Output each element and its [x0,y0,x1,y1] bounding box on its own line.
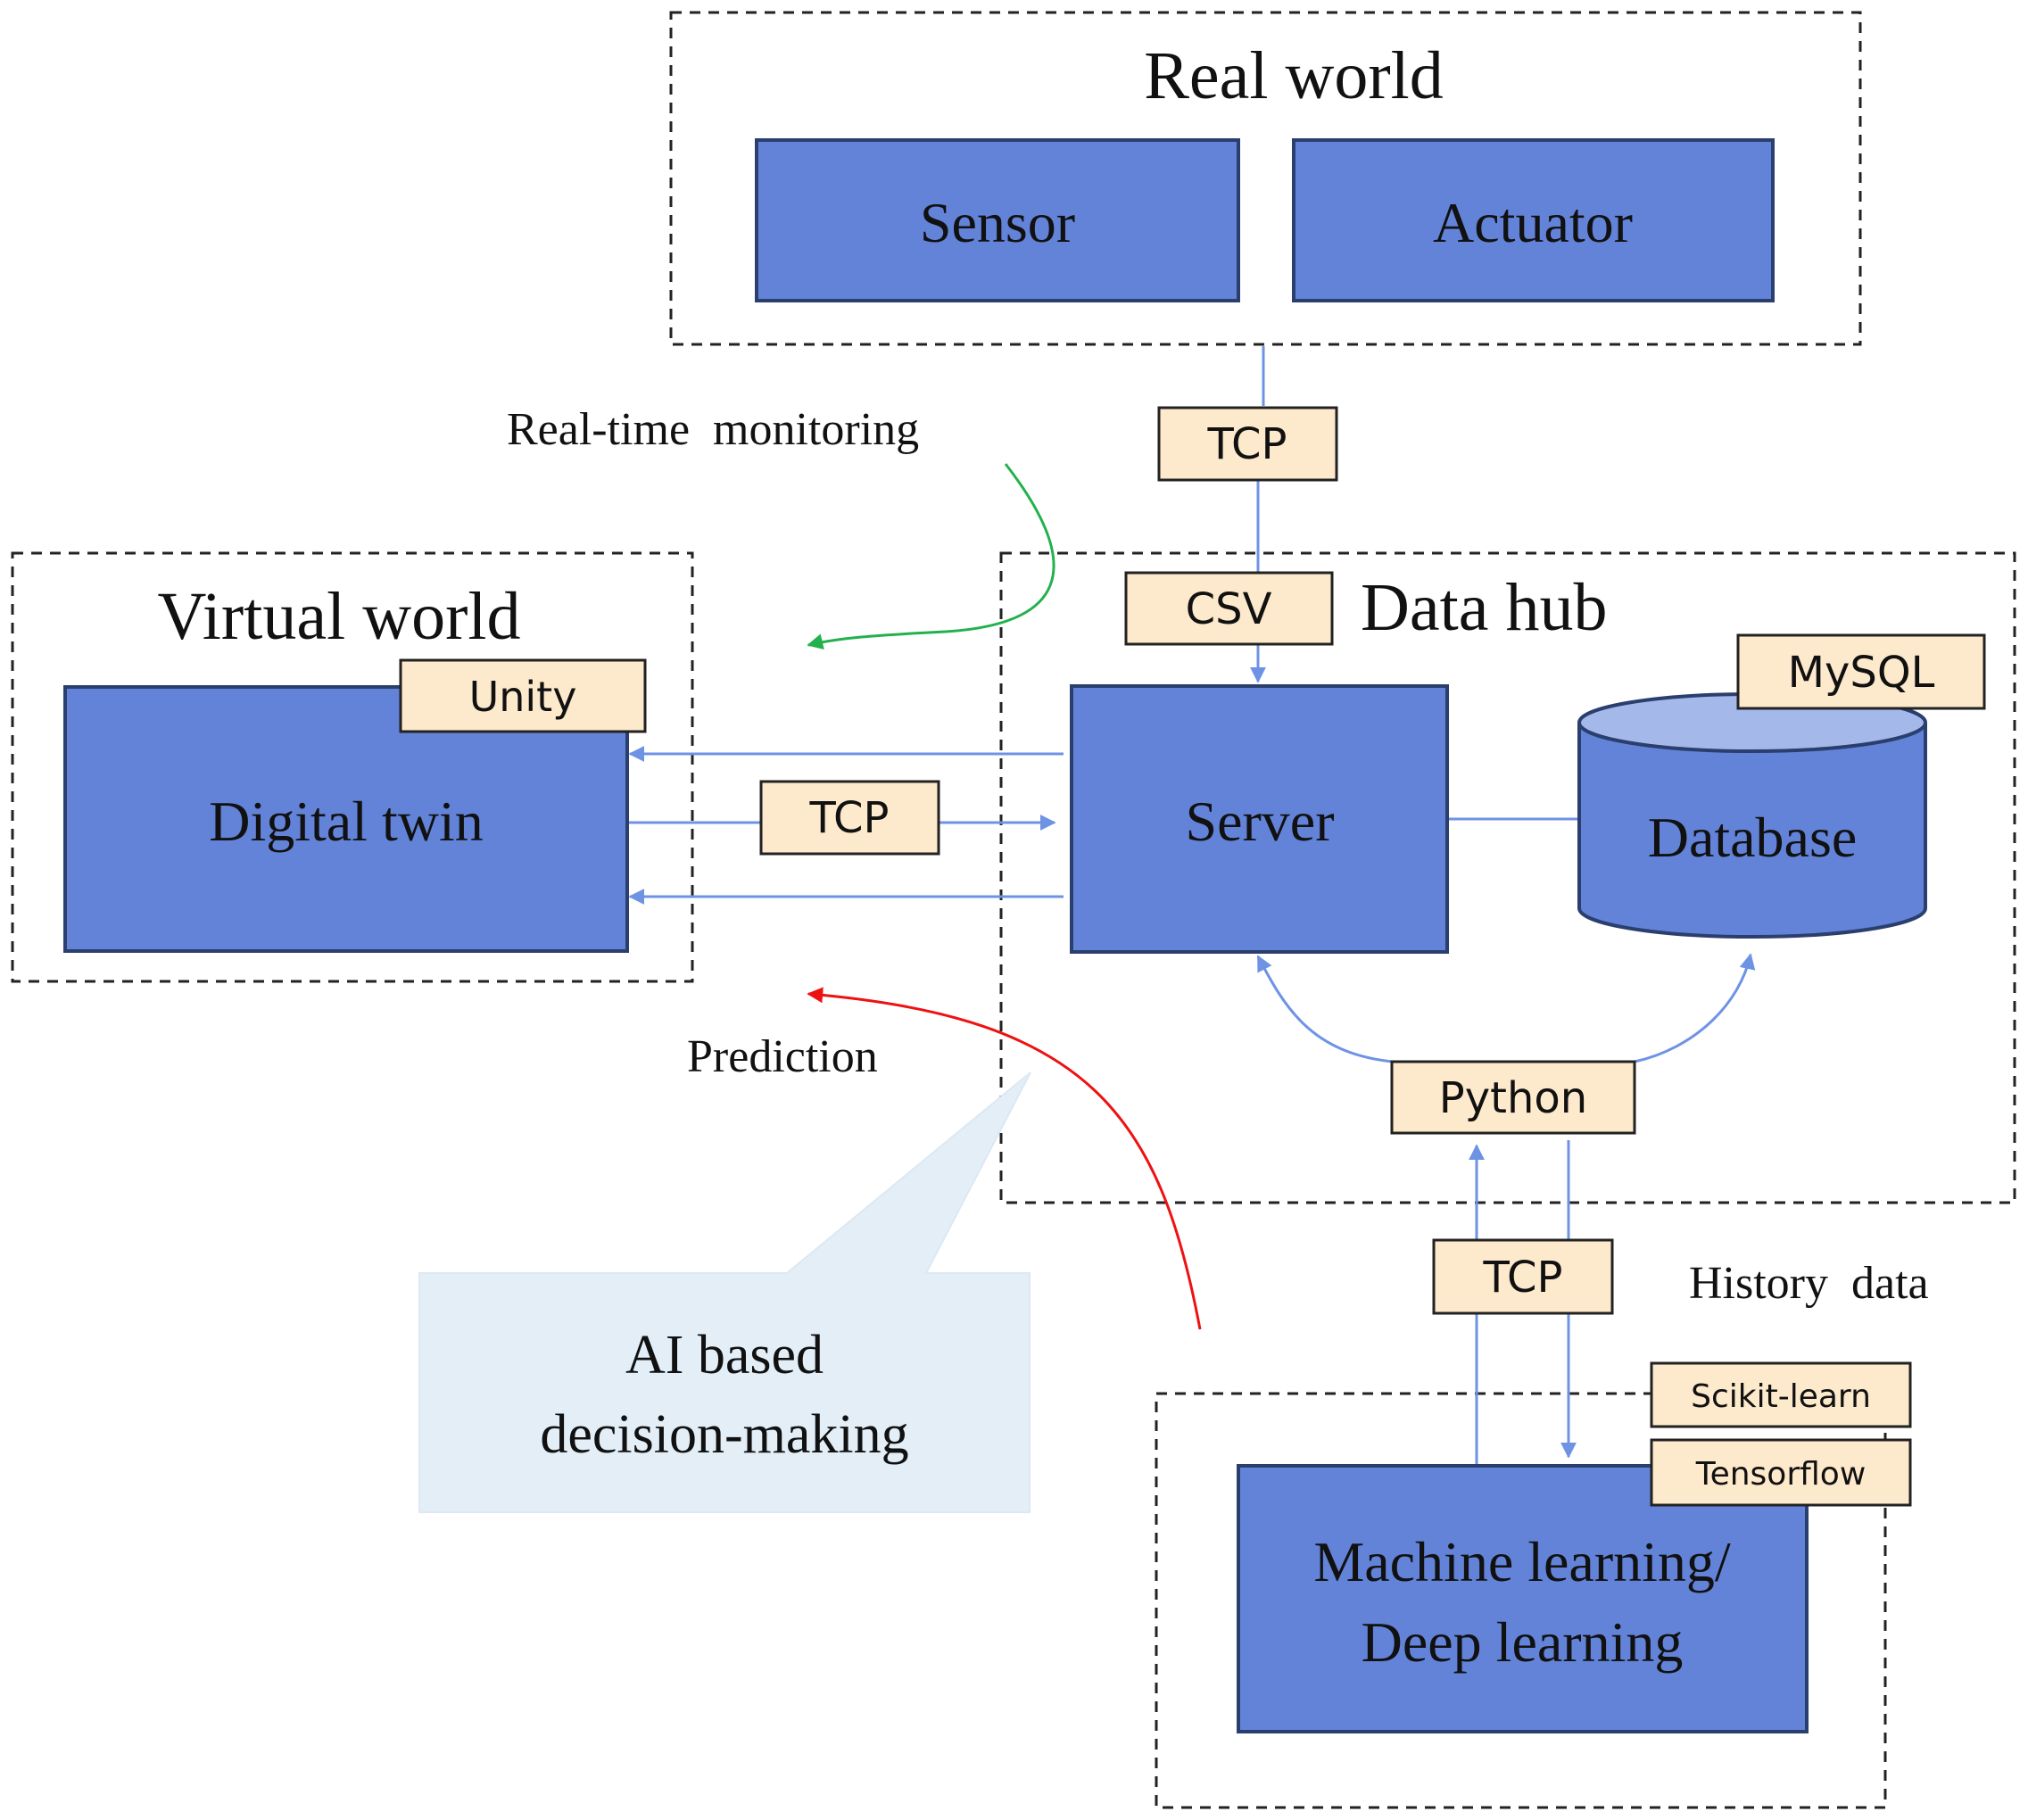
data-hub-region [999,551,2016,1204]
virtual-world-region [11,551,694,983]
sensor-block[interactable]: Sensor [755,138,1240,302]
ml-block[interactable]: Machine learning/ Deep learning [1237,1464,1809,1733]
real-world-region [669,11,1862,346]
actuator-label: Actuator [1433,191,1633,254]
server-block[interactable]: Server [1070,684,1449,954]
real-world-title: Real world [1144,38,1444,113]
actuator-block[interactable]: Actuator [1292,138,1775,302]
python-tag: Python [1390,1060,1636,1135]
unity-tag: Unity [399,658,647,733]
sensor-label: Sensor [920,191,1075,254]
svg-text:Unity: Unity [469,673,577,721]
realtime-monitoring-label: Real-time monitoring [507,404,919,455]
svg-text:MySQL: MySQL [1788,648,1935,698]
svg-text:Scikit-learn: Scikit-learn [1691,1378,1871,1415]
svg-text:Python: Python [1439,1073,1587,1123]
database-label: Database [1648,806,1858,869]
svg-text:TCP: TCP [809,793,890,843]
tcp-tag-real: TCP [1157,406,1338,482]
virtual-world-title: Virtual world [157,579,520,654]
python-to-server-arrow[interactable] [1256,955,1393,1063]
mysql-tag: MySQL [1736,633,1986,710]
digital-twin-label: Digital twin [209,790,484,853]
history-data-label: History data [1689,1258,1929,1309]
server-label: Server [1185,790,1334,853]
python-to-database-arrow[interactable] [1634,953,1756,1063]
ml-label-line1: Machine learning/ [1313,1530,1731,1593]
ml-region [1155,1392,1887,1809]
data-hub-title: Data hub [1361,570,1607,645]
svg-text:TCP: TCP [1483,1253,1563,1303]
ai-callout-line2: decision-making [540,1404,908,1465]
tcp-tag-twin: TCP [759,780,940,856]
realtime-monitoring-arrow[interactable] [807,463,1055,650]
svg-text:TCP: TCP [1207,419,1287,469]
tcp-tag-ml: TCP [1432,1238,1614,1315]
svg-text:CSV: CSV [1186,584,1272,634]
prediction-arrow[interactable] [807,987,1202,1330]
database-cylinder[interactable]: Database [1577,692,1927,939]
ai-callout-line1: AI based [625,1325,824,1386]
svg-text:Tensorflow: Tensorflow [1695,1456,1867,1493]
ai-callout [418,1071,1031,1513]
prediction-label: Prediction [687,1031,878,1082]
csv-tag: CSV [1124,571,1334,646]
ml-label-line2: Deep learning [1362,1610,1684,1674]
tensorflow-tag: Tensorflow [1650,1438,1912,1507]
scikit-learn-tag: Scikit-learn [1650,1361,1912,1428]
